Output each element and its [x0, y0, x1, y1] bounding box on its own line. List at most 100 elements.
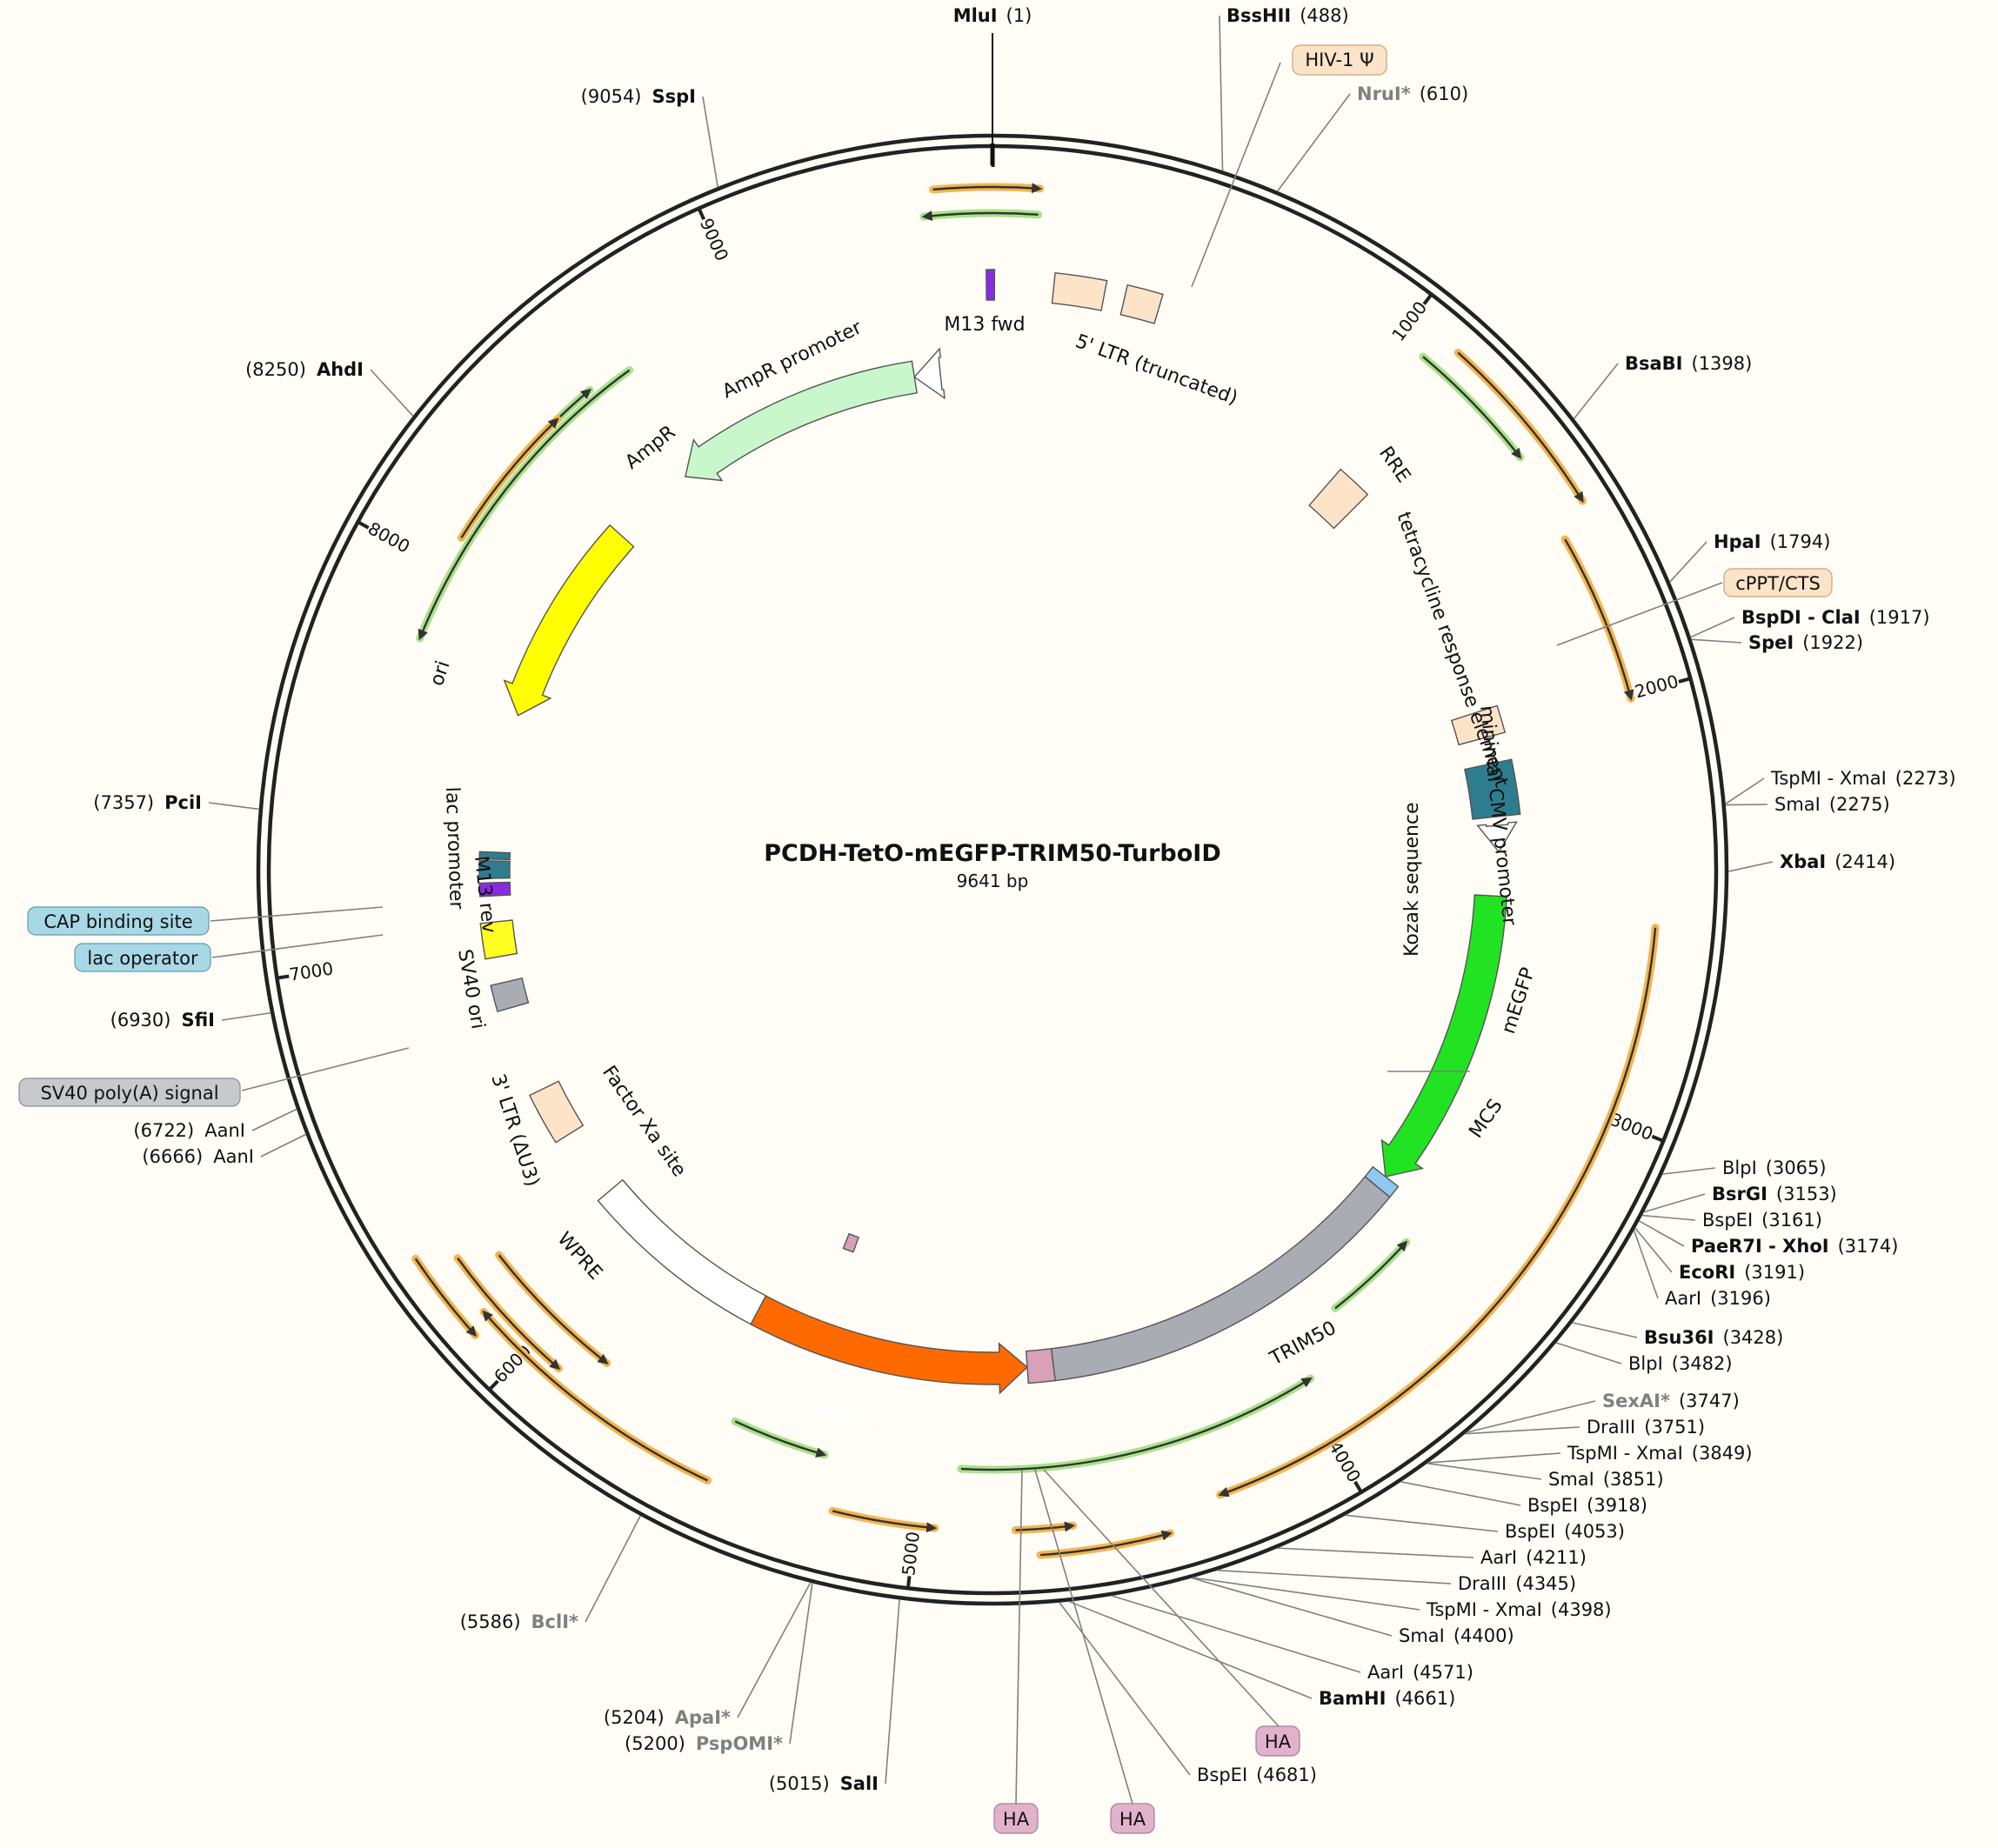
feature-label-mcs: MCS — [1465, 1096, 1507, 1143]
feature-label-wpre: WPRE — [553, 1228, 607, 1284]
site-line — [1662, 1167, 1716, 1175]
site-line — [1277, 1547, 1474, 1558]
tick-mark — [1651, 1134, 1665, 1143]
site-label-left: (5204)ApaI* — [604, 1707, 731, 1728]
tick-mark — [1678, 677, 1691, 684]
feature-cppt — [1450, 704, 1507, 746]
site-line — [1634, 1227, 1673, 1273]
svg-text:HA: HA — [1119, 1809, 1146, 1830]
site-label-left: (5586)BclI* — [460, 1611, 578, 1632]
site-label-left: (6930)SfiI — [110, 1010, 215, 1031]
orf-arc — [414, 1258, 478, 1338]
feature-label-factor-xa: Factor Xa site — [598, 1062, 690, 1181]
orf-arc — [457, 1258, 561, 1371]
site-label-right: XbaI(2414) — [1780, 851, 1895, 872]
site-label-right: Bsu36I(3428) — [1644, 1327, 1783, 1348]
leader-line — [1034, 1469, 1133, 1805]
feature-label-sv40-ori: SV40 ori — [453, 948, 489, 1031]
svg-text:lac operator: lac operator — [87, 948, 198, 969]
orf-arc-halo — [457, 415, 562, 542]
leader-line — [1015, 1469, 1023, 1805]
site-line — [737, 1582, 812, 1718]
orf-arc — [418, 369, 631, 641]
tick-label: 9000 — [696, 215, 733, 264]
site-label-right: DraIII(4345) — [1458, 1573, 1576, 1594]
site-label-right: BamHI(4661) — [1319, 1688, 1455, 1709]
box-label-ha-3: HA — [1110, 1803, 1155, 1834]
site-line — [1691, 638, 1742, 644]
svg-text:HIV-1 Ψ: HIV-1 Ψ — [1305, 50, 1373, 70]
tick-label: 8000 — [364, 517, 413, 557]
box-label-sv40-polya: SV40 poly(A) signal — [18, 1077, 241, 1107]
site-line — [702, 96, 718, 188]
box-label-lac-operator: lac operator — [74, 943, 211, 972]
site-line — [370, 369, 414, 417]
box-label-hiv1-psi: HIV-1 Ψ — [1292, 44, 1387, 76]
leader-line — [241, 1047, 410, 1091]
site-line — [1572, 1322, 1638, 1338]
feature-label-lac-promoter: lac promoter — [441, 786, 467, 911]
site-line — [585, 1515, 641, 1623]
site-label-right: BssHII(488) — [1226, 5, 1349, 26]
feature-turboid — [750, 1295, 1029, 1395]
site-line — [1573, 363, 1619, 420]
feature-tre — [1464, 758, 1521, 820]
feature-label-m13-fwd: M13 fwd — [944, 314, 1025, 336]
orf-arc-halo — [479, 1307, 712, 1484]
orf-arc-halo — [453, 1254, 563, 1373]
site-label-right: AarI(4571) — [1367, 1662, 1473, 1683]
orf-arc — [932, 183, 1043, 194]
site-line — [1725, 777, 1765, 805]
plasmid-length: 9641 bp — [957, 871, 1029, 891]
site-label-right: HpaI(1794) — [1714, 531, 1830, 552]
svg-text:HA: HA — [1265, 1731, 1292, 1752]
tick-label: 1000 — [1387, 297, 1431, 345]
feature-min-cmv — [1476, 821, 1518, 853]
feature-rre — [1308, 468, 1369, 530]
site-line — [1216, 1569, 1452, 1584]
site-line — [1059, 1602, 1191, 1776]
svg-text:HA: HA — [1003, 1809, 1030, 1830]
feature-ampr-promoter — [913, 347, 946, 400]
site-label-left: (5200)PspOMI* — [625, 1733, 783, 1754]
svg-text:SV40 poly(A) signal: SV40 poly(A) signal — [40, 1083, 218, 1104]
orf-arc — [960, 1377, 1313, 1471]
site-label-right: DraIII(3751) — [1587, 1417, 1705, 1438]
orf-arc — [1334, 1240, 1408, 1310]
orf-arc — [832, 1510, 938, 1533]
feature-sv40-polya — [490, 977, 530, 1013]
site-line — [221, 1011, 271, 1021]
orf-arc — [482, 1310, 708, 1482]
site-label-right: BspEI(4681) — [1197, 1765, 1317, 1785]
orf-arc — [1218, 927, 1657, 1498]
site-label-right: MluI(1) — [953, 5, 1032, 26]
site-label-right: SmaI(3851) — [1548, 1469, 1664, 1490]
feature-label-5ltr: 5' LTR (truncated) — [1073, 330, 1240, 410]
leader-line — [1043, 1469, 1280, 1727]
feature-lac-operator — [478, 859, 511, 880]
site-line — [1643, 1193, 1706, 1213]
site-line — [1345, 1514, 1499, 1532]
orf-arc — [1422, 356, 1522, 459]
feature-ha-tags — [1025, 1348, 1056, 1384]
feature-label-kozak: Kozak sequence — [1401, 802, 1423, 957]
site-label-right: BlpI(3065) — [1722, 1158, 1827, 1178]
site-line — [1727, 861, 1774, 872]
site-line — [1641, 1214, 1696, 1221]
feature-m13-fwd — [986, 269, 996, 301]
site-line — [260, 1133, 307, 1158]
site-line — [1465, 1426, 1580, 1435]
tick-mark — [905, 1576, 912, 1589]
leader-line — [1191, 62, 1281, 288]
site-label-left: (6666)AanI — [142, 1146, 254, 1167]
site-label-right: AarI(3196) — [1665, 1288, 1771, 1309]
tick-mark — [488, 1379, 499, 1391]
tick-mark — [697, 207, 705, 221]
box-label-cap-binding-site: CAP binding site — [27, 906, 210, 936]
site-label-right: EcoRI(3191) — [1679, 1262, 1805, 1283]
site-line — [1219, 15, 1224, 171]
site-label-right: BspEI(3161) — [1702, 1210, 1822, 1231]
tick-mark — [277, 974, 290, 980]
site-line — [1555, 1342, 1622, 1364]
